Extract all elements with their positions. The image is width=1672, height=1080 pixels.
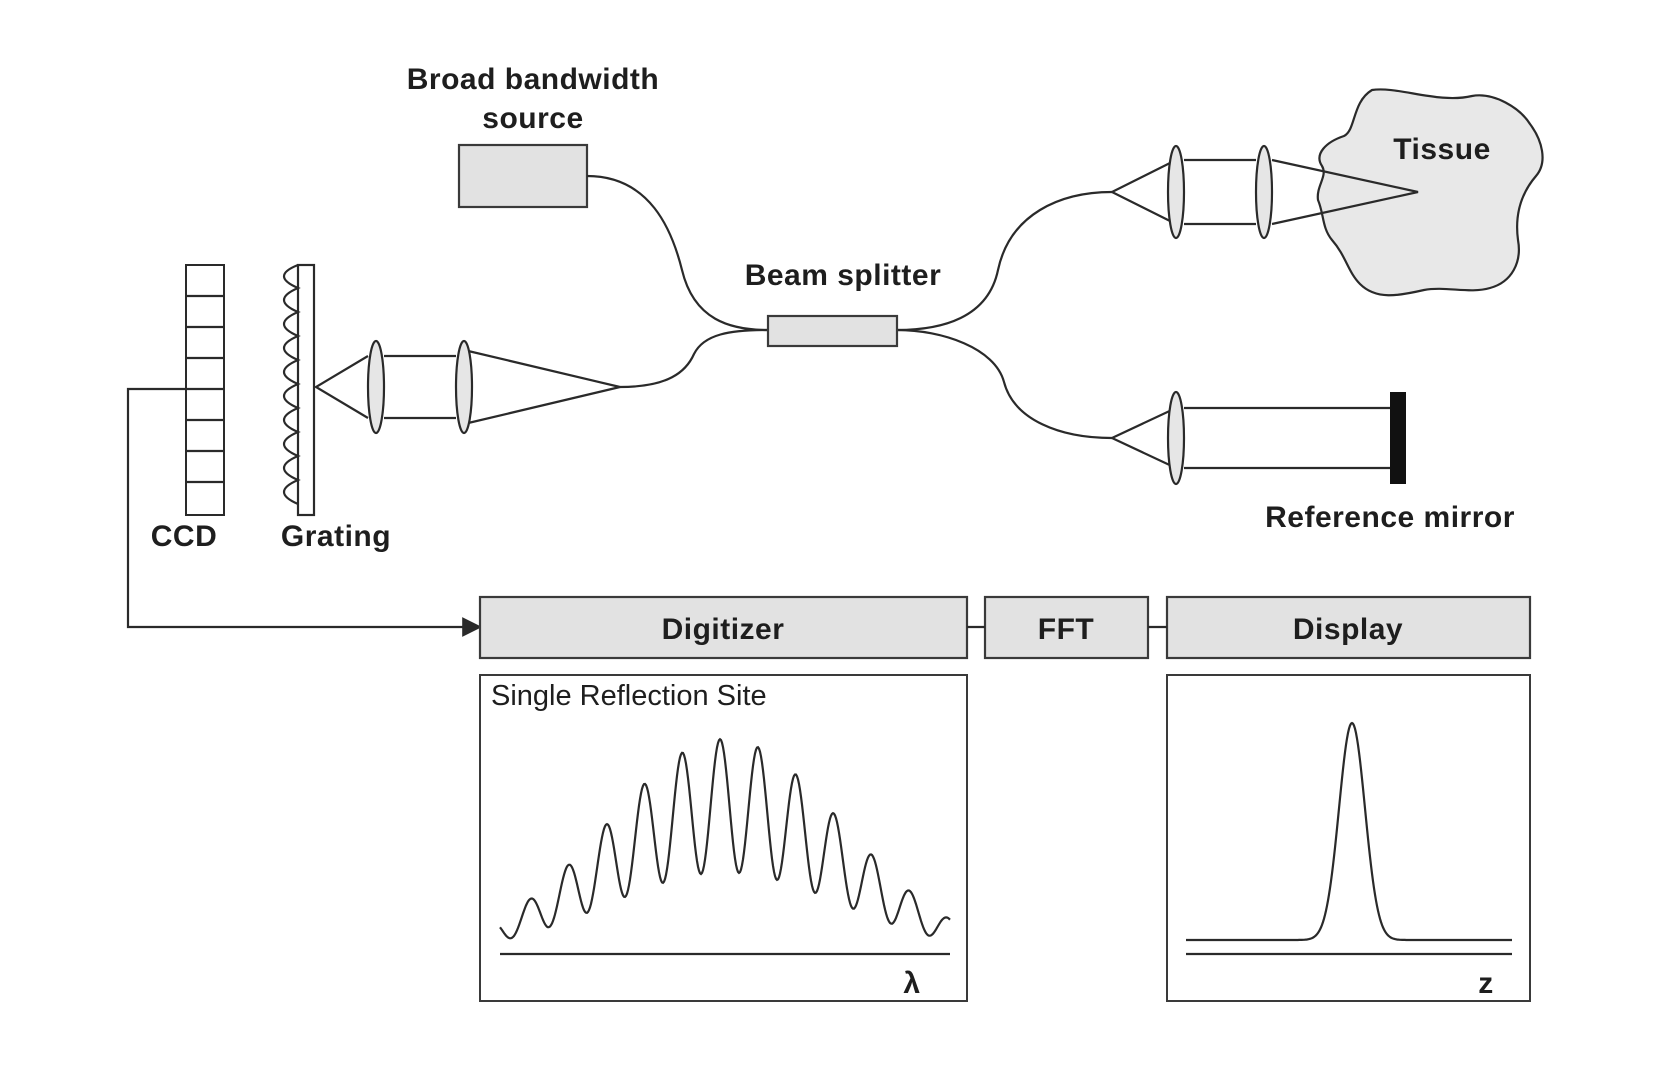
depth-axis-label: z xyxy=(1478,967,1494,1000)
tissue-label: Tissue xyxy=(1393,133,1491,166)
detector-fiber xyxy=(619,328,769,389)
source-label-line2: source xyxy=(482,102,583,135)
source-label-line1: Broad bandwidth xyxy=(407,63,659,96)
sample-focus-cone xyxy=(1271,158,1419,226)
depth-profile-panel xyxy=(1166,674,1531,1002)
tissue-sample xyxy=(1316,88,1544,297)
fft-label: FFT xyxy=(1038,613,1094,646)
depth-profile-peak-curve xyxy=(1186,721,1512,942)
source-fiber xyxy=(586,174,769,332)
sample-beam-cone xyxy=(1111,159,1177,225)
ccd-to-digitizer-arrow xyxy=(126,387,482,637)
digitizer-box xyxy=(478,595,969,660)
detector-collimated-beam xyxy=(384,354,456,420)
spectrum-axis-label: λ xyxy=(903,967,920,1000)
reference-collimated-beam xyxy=(1184,406,1390,470)
sample-lens-2 xyxy=(1254,144,1274,240)
reference-beam-cone xyxy=(1111,407,1177,469)
reference-fiber xyxy=(896,328,1113,440)
detector-lens-1 xyxy=(454,339,474,435)
sample-fiber xyxy=(896,190,1113,332)
detector-lens-2 xyxy=(366,339,386,435)
grating-label: Grating xyxy=(281,520,391,553)
display-box xyxy=(1165,595,1532,660)
display-label: Display xyxy=(1293,613,1403,646)
diffraction-grating xyxy=(296,263,316,517)
interference-spectrum-curve xyxy=(499,737,951,940)
reference-mirror xyxy=(1390,392,1406,484)
fft-box xyxy=(983,595,1150,660)
detector-focus-cone xyxy=(463,348,621,426)
grating-grooves xyxy=(282,263,301,506)
broad-bandwidth-source xyxy=(457,143,589,209)
sample-collimated-beam xyxy=(1184,158,1256,226)
spectrum-panel xyxy=(479,674,968,1002)
beam-splitter-label: Beam splitter xyxy=(745,259,942,292)
ccd-label: CCD xyxy=(151,520,218,553)
digitizer-label: Digitizer xyxy=(662,613,785,646)
sample-lens-1 xyxy=(1166,144,1186,240)
reference-lens xyxy=(1166,390,1186,486)
grating-beam-cone xyxy=(313,355,369,419)
reference-mirror-label: Reference mirror xyxy=(1265,501,1515,534)
beam-splitter xyxy=(766,314,899,348)
ccd-array xyxy=(185,264,225,516)
spectrum-panel-title: Single Reflection Site xyxy=(491,680,767,712)
